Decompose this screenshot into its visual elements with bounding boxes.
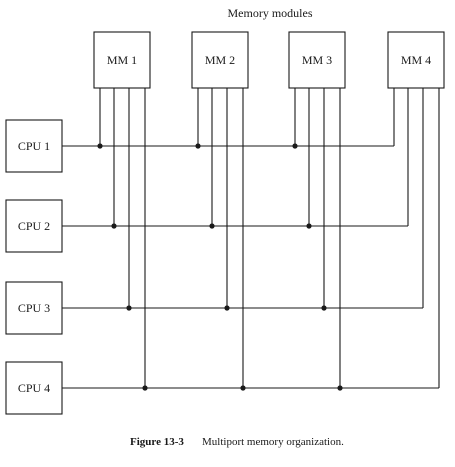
memory-module-3-label: MM 3 [302,53,332,67]
junction-dots [97,143,343,391]
memory-module-4: MM 4 [387,31,445,89]
interconnect-wires [62,88,440,389]
junction-cpu3-mm3 [321,305,327,311]
memory-module-2-box [191,31,249,89]
cpu-2: CPU 2 [5,199,63,253]
cpu-3-box [5,281,63,335]
cpu-4-label: CPU 4 [18,381,50,395]
figure-number: Figure 13-3 [130,436,184,448]
memory-module-1-label: MM 1 [107,53,137,67]
junction-cpu1-mm3 [292,143,298,149]
cpu-1: CPU 1 [5,119,63,173]
memory-modules-label: Memory modules [228,6,313,20]
junction-cpu2-mm2 [209,223,215,229]
memory-module-2-label: MM 2 [205,53,235,67]
memory-module-3-box [288,31,346,89]
cpu-4-box [5,361,63,415]
junction-cpu1-mm2 [195,143,201,149]
junction-cpu2-mm3 [306,223,312,229]
junction-cpu1-mm1 [97,143,103,149]
cpu-4: CPU 4 [5,361,63,415]
cpu-3-label: CPU 3 [18,301,50,315]
junction-cpu3-mm2 [224,305,230,311]
cpu-1-label: CPU 1 [18,139,50,153]
memory-module-3: MM 3 [288,31,346,89]
memory-module-1-box [93,31,151,89]
memory-module-1: MM 1 [93,31,151,89]
figure-caption: Multiport memory organization. [202,436,344,448]
junction-cpu4-mm3 [337,385,343,391]
memory-module-4-box [387,31,445,89]
memory-module-4-label: MM 4 [401,53,431,67]
cpu-2-box [5,199,63,253]
memory-module-2: MM 2 [191,31,249,89]
cpu-1-box [5,119,63,173]
junction-cpu2-mm1 [111,223,117,229]
junction-cpu4-mm2 [240,385,246,391]
junction-cpu4-mm1 [142,385,148,391]
cpu-2-label: CPU 2 [18,219,50,233]
cpu-3: CPU 3 [5,281,63,335]
junction-cpu3-mm1 [126,305,132,311]
